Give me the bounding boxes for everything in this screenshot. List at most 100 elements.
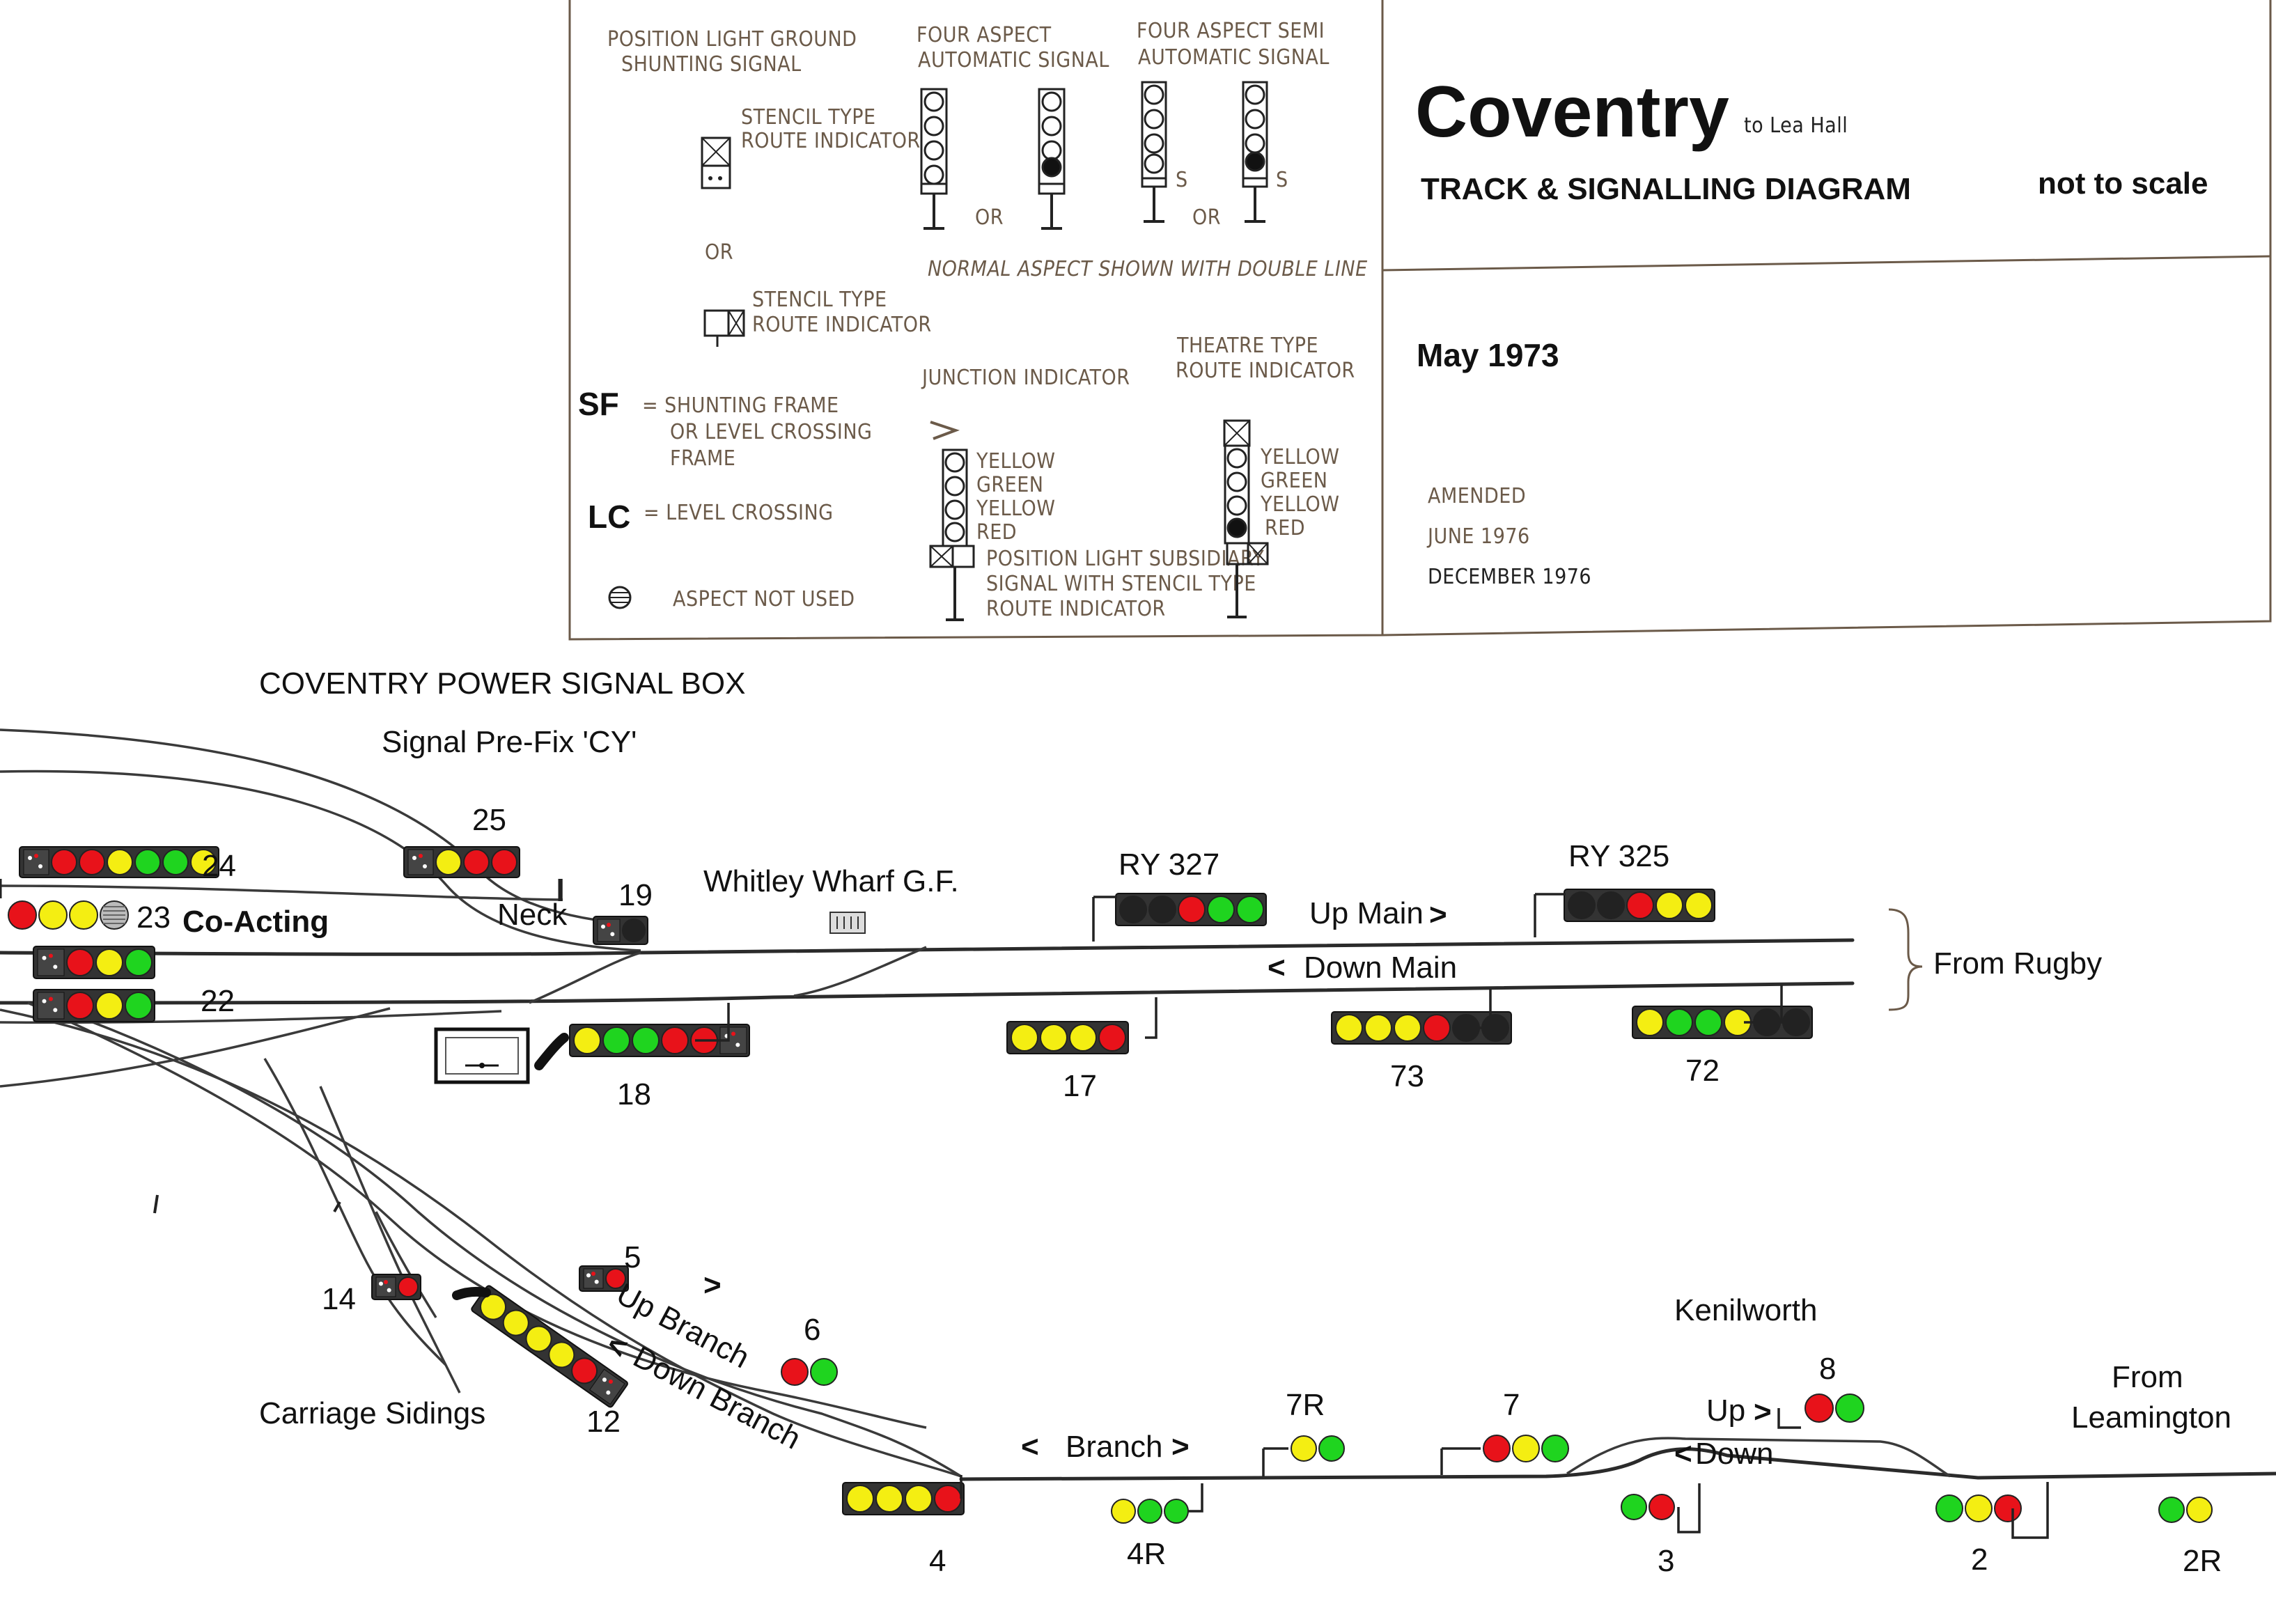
title-border [1382,0,2272,637]
signal-lamp [95,992,123,1020]
signal-lamp [1935,1494,1963,1522]
signal-lamp [1364,1014,1392,1042]
post-7r [1262,1447,1288,1476]
signal-lamp [2186,1497,2213,1523]
signal-label-ry325: RY 325 [1568,839,1669,873]
signal-label-2r: 2R [2183,1544,2222,1578]
up-branch-arrow-icon: > [703,1268,722,1302]
kenilworth-down-label: Down [1695,1437,1774,1471]
track-lower-siding [0,1007,391,1088]
branch-left-arrow-icon: < [1021,1430,1039,1464]
from-leamington-line2: Leamington [2071,1400,2231,1435]
legend-stencil-2-line1: STENCIL TYPE [752,288,887,312]
track-kenilworth-loop [1566,1437,1951,1478]
signal-lamp [1423,1014,1451,1042]
position-light-icon [597,919,621,942]
legend-aspect-2-red: RED [1265,516,1305,540]
legend-stencil-1-line1: STENCIL TYPE [741,105,876,130]
signal-24-head [19,846,219,878]
signal-lamp [525,1325,552,1352]
signal-3-head [1621,1494,1675,1520]
signal-lamp [125,992,153,1020]
signal-label-5: 5 [624,1240,641,1274]
signal-73-head [1331,1011,1512,1045]
signal-23-head [8,900,129,930]
position-light-icon [23,849,49,875]
signal-lamp [38,900,68,930]
signal-lamp [1178,896,1206,923]
signal-7-head [1483,1435,1569,1462]
legend-sf-line3: FRAME [670,446,735,471]
theatre-signal-icon [1223,419,1269,618]
whitley-wharf-label: Whitley Wharf G.F. [703,864,959,898]
signal-lamp [810,1358,838,1386]
signal-lamp [480,1293,507,1320]
position-light-icon [407,849,434,875]
signal-lamp [1655,891,1683,919]
signal-lamp [190,849,217,875]
legend-four-aspect-auto-line2: AUTOMATIC SIGNAL [918,48,1109,72]
signal-22b-head [33,989,155,1022]
stencil-indicator-vertical-icon [701,136,731,189]
legend-or-3: OR [1192,205,1221,230]
signal-label-22: 22 [201,984,235,1018]
signal-lamp [632,1026,660,1054]
post-18 [695,1003,730,1042]
position-light-icon [589,1368,625,1405]
signal-lamp [605,1268,626,1289]
signal-2r-head [2158,1497,2213,1523]
legend-subsidiary-line1: POSITION LIGHT SUBSIDIARY [986,547,1264,571]
track-co-acting-line [0,884,563,901]
signal-label-73: 73 [1390,1059,1424,1093]
signal-lamp [435,849,462,875]
signal-lamp [1685,891,1713,919]
legend-subsidiary-line3: ROUTE INDICATOR [986,597,1166,621]
signal-lamp [1291,1435,1317,1462]
signal-lamp [1621,1494,1647,1520]
kenilworth-label: Kenilworth [1674,1293,1817,1327]
signal-label-4r: 4R [1127,1537,1166,1571]
title-amend-2: DECEMBER 1976 [1428,565,1591,589]
post-17 [1145,997,1158,1039]
signal-8-head [1805,1393,1864,1423]
title-coventry: Coventry [1415,72,1729,153]
whitley-ground-frame-icon [829,912,866,934]
signal-lamp [571,1357,598,1384]
signal-lamp [1483,1435,1511,1462]
legend-aspect-1-yellow: YELLOW [976,449,1055,474]
signal-lamp [875,1485,903,1513]
signal-lamp [2158,1497,2185,1523]
signal-lamp [846,1485,874,1513]
signal-label-19: 19 [618,878,653,912]
up-main-arrow-icon: > [1429,898,1447,932]
legend-aspect-2-green: GREEN [1261,469,1327,493]
title-scale-note: not to scale [2038,166,2208,201]
legend-stencil-2-line2: ROUTE INDICATOR [752,313,932,337]
signal-lamp [1636,1008,1664,1036]
signal-6-head [781,1358,838,1386]
signal-label-23: 23 [137,900,171,935]
signal-lamp [1512,1435,1540,1462]
track-bay-line [0,1010,502,1024]
track-down-main [0,981,1855,1005]
signal-label-6: 6 [804,1313,820,1347]
post-ry327 [1092,896,1117,942]
signal-lamp [934,1485,962,1513]
signal-lamp [51,849,77,875]
track-carriage-siding-2 [263,1058,447,1366]
signal-lamp [463,849,490,875]
signal-lamp [905,1485,933,1513]
signal-label-7r: 7R [1286,1388,1325,1422]
track-branch-main [959,1447,2276,1481]
signal-lamp [66,948,94,976]
kenilworth-up-label: Up [1706,1393,1745,1428]
up-main-label: Up Main [1309,896,1424,930]
signal-lamp [1994,1494,2022,1522]
legend-position-light-line2: SHUNTING SIGNAL [621,52,802,77]
four-aspect-semi-signal-icon [1141,81,1167,223]
signal-lamp [1318,1435,1345,1462]
signal-label-8: 8 [1819,1352,1836,1386]
legend-subsidiary-line2: SIGNAL WITH STENCIL TYPE [986,572,1256,596]
signal-label-72: 72 [1685,1054,1720,1088]
